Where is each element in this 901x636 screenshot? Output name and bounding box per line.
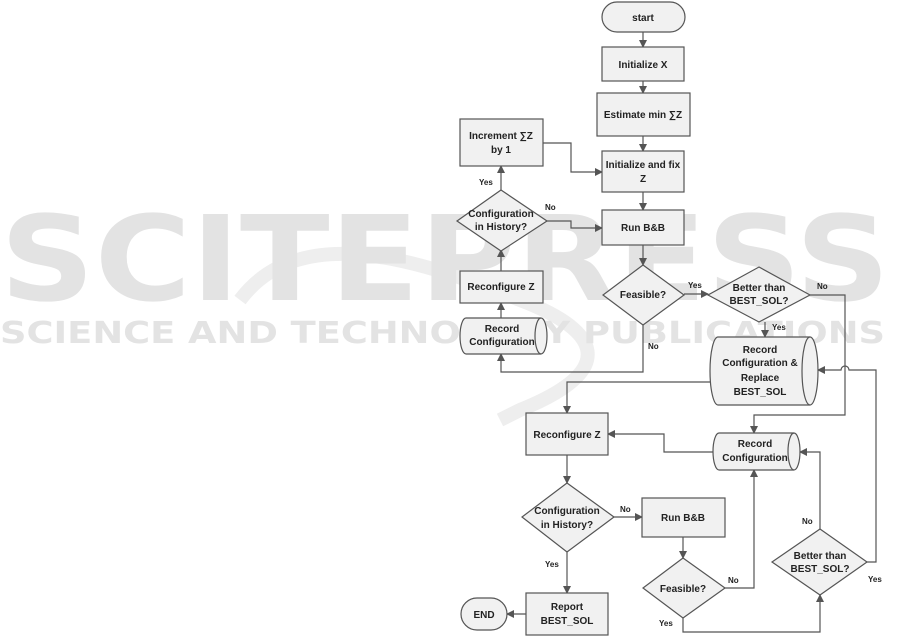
node-label: Initialize X <box>619 60 668 71</box>
edge-labels: Yes No Yes No Yes No Yes No Yes No Yes N… <box>479 178 882 628</box>
node-label: BEST_SOL? <box>730 296 789 307</box>
node-label: Configuration <box>722 453 788 464</box>
node-label: Reconfigure Z <box>533 430 600 441</box>
label-no: No <box>817 282 828 291</box>
node-run-bb-1: Run B&B <box>601 209 685 246</box>
node-end: END <box>460 597 508 631</box>
node-label: in History? <box>475 222 527 233</box>
node-report: Report BEST_SOL <box>525 592 609 636</box>
storage-record-config-1: Record Configuration <box>459 317 548 355</box>
node-label: Report <box>551 602 584 613</box>
decision-better-1: Better than BEST_SOL? <box>706 266 812 323</box>
node-start: start <box>601 1 686 33</box>
label-yes: Yes <box>688 281 702 290</box>
label-yes: Yes <box>868 575 882 584</box>
node-run-bb-2: Run B&B <box>641 497 726 538</box>
storage-record-replace: Record Configuration & Replace BEST_SOL <box>709 336 819 406</box>
label-yes: Yes <box>545 560 559 569</box>
connectors <box>497 32 877 633</box>
node-label: BEST_SOL <box>541 616 594 627</box>
node-label: Run B&B <box>661 513 705 524</box>
node-label: Record <box>738 439 772 450</box>
node-label: Configuration <box>534 506 600 517</box>
node-label: BEST_SOL <box>734 387 787 398</box>
node-label: Better than <box>794 551 847 562</box>
node-reconfigure-1: Reconfigure Z <box>459 270 544 304</box>
node-label: Record <box>743 345 777 356</box>
label-yes: Yes <box>772 323 786 332</box>
node-label: Increment ∑Z <box>469 131 533 142</box>
label-no: No <box>620 505 631 514</box>
node-label: Better than <box>733 283 786 294</box>
label-yes: Yes <box>479 178 493 187</box>
node-label: Run B&B <box>621 223 665 234</box>
node-label: Estimate min ∑Z <box>604 110 682 121</box>
label-no: No <box>728 576 739 585</box>
node-label: Feasible? <box>660 584 706 595</box>
node-label: Configuration <box>468 209 534 220</box>
label-no: No <box>802 517 813 526</box>
label-yes: Yes <box>659 619 673 628</box>
node-label: BEST_SOL? <box>791 564 850 575</box>
node-label: in History? <box>541 520 593 531</box>
decision-config-history-2: Configuration in History? <box>521 482 616 553</box>
decision-feasible-2: Feasible? <box>642 557 727 619</box>
node-label: start <box>632 13 654 24</box>
node-label: Initialize and fix <box>606 160 681 171</box>
node-initialize-fix: Initialize and fix Z <box>601 150 685 193</box>
node-label: Z <box>640 174 646 185</box>
node-estimate-min: Estimate min ∑Z <box>596 92 691 137</box>
node-label: Replace <box>741 373 780 384</box>
node-label: by 1 <box>491 145 511 156</box>
decision-feasible-1: Feasible? <box>602 264 686 326</box>
node-initialize-x: Initialize X <box>601 46 685 82</box>
node-label: Configuration <box>469 337 535 348</box>
storage-record-config-2: Record Configuration <box>712 432 801 471</box>
node-label: Reconfigure Z <box>467 282 534 293</box>
node-increment: Increment ∑Z by 1 <box>459 118 544 167</box>
node-label: Configuration & <box>722 358 798 369</box>
node-reconfigure-2: Reconfigure Z <box>525 412 609 456</box>
decision-better-2: Better than BEST_SOL? <box>770 528 869 596</box>
node-label: Record <box>485 324 519 335</box>
node-label: Feasible? <box>620 290 666 301</box>
decision-config-history-1: Configuration in History? <box>455 189 549 252</box>
node-label: END <box>473 610 494 621</box>
label-no: No <box>545 203 556 212</box>
label-no: No <box>648 342 659 351</box>
